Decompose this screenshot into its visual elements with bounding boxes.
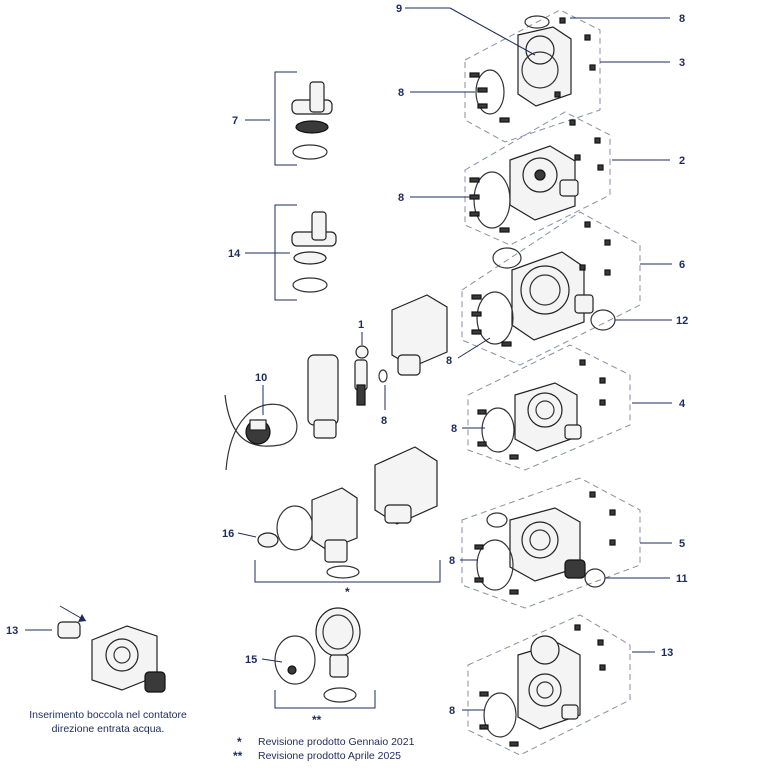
callout-13-right: 13 [661, 647, 673, 659]
callout-12: 12 [676, 315, 688, 327]
part-10-cable [224, 394, 298, 471]
callout-labels: 9 8 3 8 2 8 6 12 8 4 8 5 8 11 13 8 7 14 … [6, 3, 688, 717]
callout-8-a: 8 [679, 13, 685, 25]
insertion-note-line-2: direzione entrata acqua. [52, 723, 165, 735]
part-13-insertion [57, 605, 166, 693]
part-group-4 [467, 344, 631, 471]
callout-13-left: 13 [6, 625, 18, 637]
callout-8-f: 8 [449, 555, 455, 567]
callout-6: 6 [679, 259, 685, 271]
callout-8-e: 8 [451, 423, 457, 435]
double-star-mark: ** [312, 713, 322, 727]
callout-8-d: 8 [446, 355, 452, 367]
callout-7: 7 [232, 115, 238, 127]
callout-1: 1 [358, 319, 364, 331]
revision-1-mark: * [237, 735, 242, 749]
revision-1-text: Revisione prodotto Gennaio 2021 [258, 736, 415, 748]
part-1-bypass [307, 345, 388, 439]
part-group-2 [464, 111, 611, 246]
part-group-13-right [467, 614, 631, 756]
part-group-6 [461, 211, 641, 366]
part-7 [274, 71, 333, 166]
part-housing-lower [374, 446, 438, 525]
part-housing-top [391, 294, 448, 376]
callout-3: 3 [679, 57, 685, 69]
callout-8-b: 8 [398, 87, 404, 99]
callout-14: 14 [228, 248, 241, 260]
callout-9: 9 [396, 3, 402, 15]
part-16-assembly [254, 487, 441, 583]
part-group-5 [461, 477, 641, 609]
part-group-3 [464, 9, 601, 143]
leader-lines [25, 7, 672, 711]
callout-8-g: 8 [449, 705, 455, 717]
insertion-note-line-1: Inserimento boccola nel contatore [29, 709, 187, 721]
part-15-assembly [274, 607, 376, 709]
callout-8-c: 8 [398, 192, 404, 204]
callout-5: 5 [679, 538, 685, 550]
callout-10: 10 [255, 372, 267, 384]
callout-8-h: 8 [381, 415, 387, 427]
callout-15: 15 [245, 654, 257, 666]
single-star-mark: * [345, 585, 350, 599]
callout-16: 16 [222, 528, 234, 540]
revision-2-mark: ** [233, 749, 243, 763]
part-14 [274, 204, 337, 301]
callout-2: 2 [679, 155, 685, 167]
callout-4: 4 [679, 398, 686, 410]
revision-2-text: Revisione prodotto Aprile 2025 [258, 750, 401, 762]
callout-11: 11 [676, 573, 688, 585]
